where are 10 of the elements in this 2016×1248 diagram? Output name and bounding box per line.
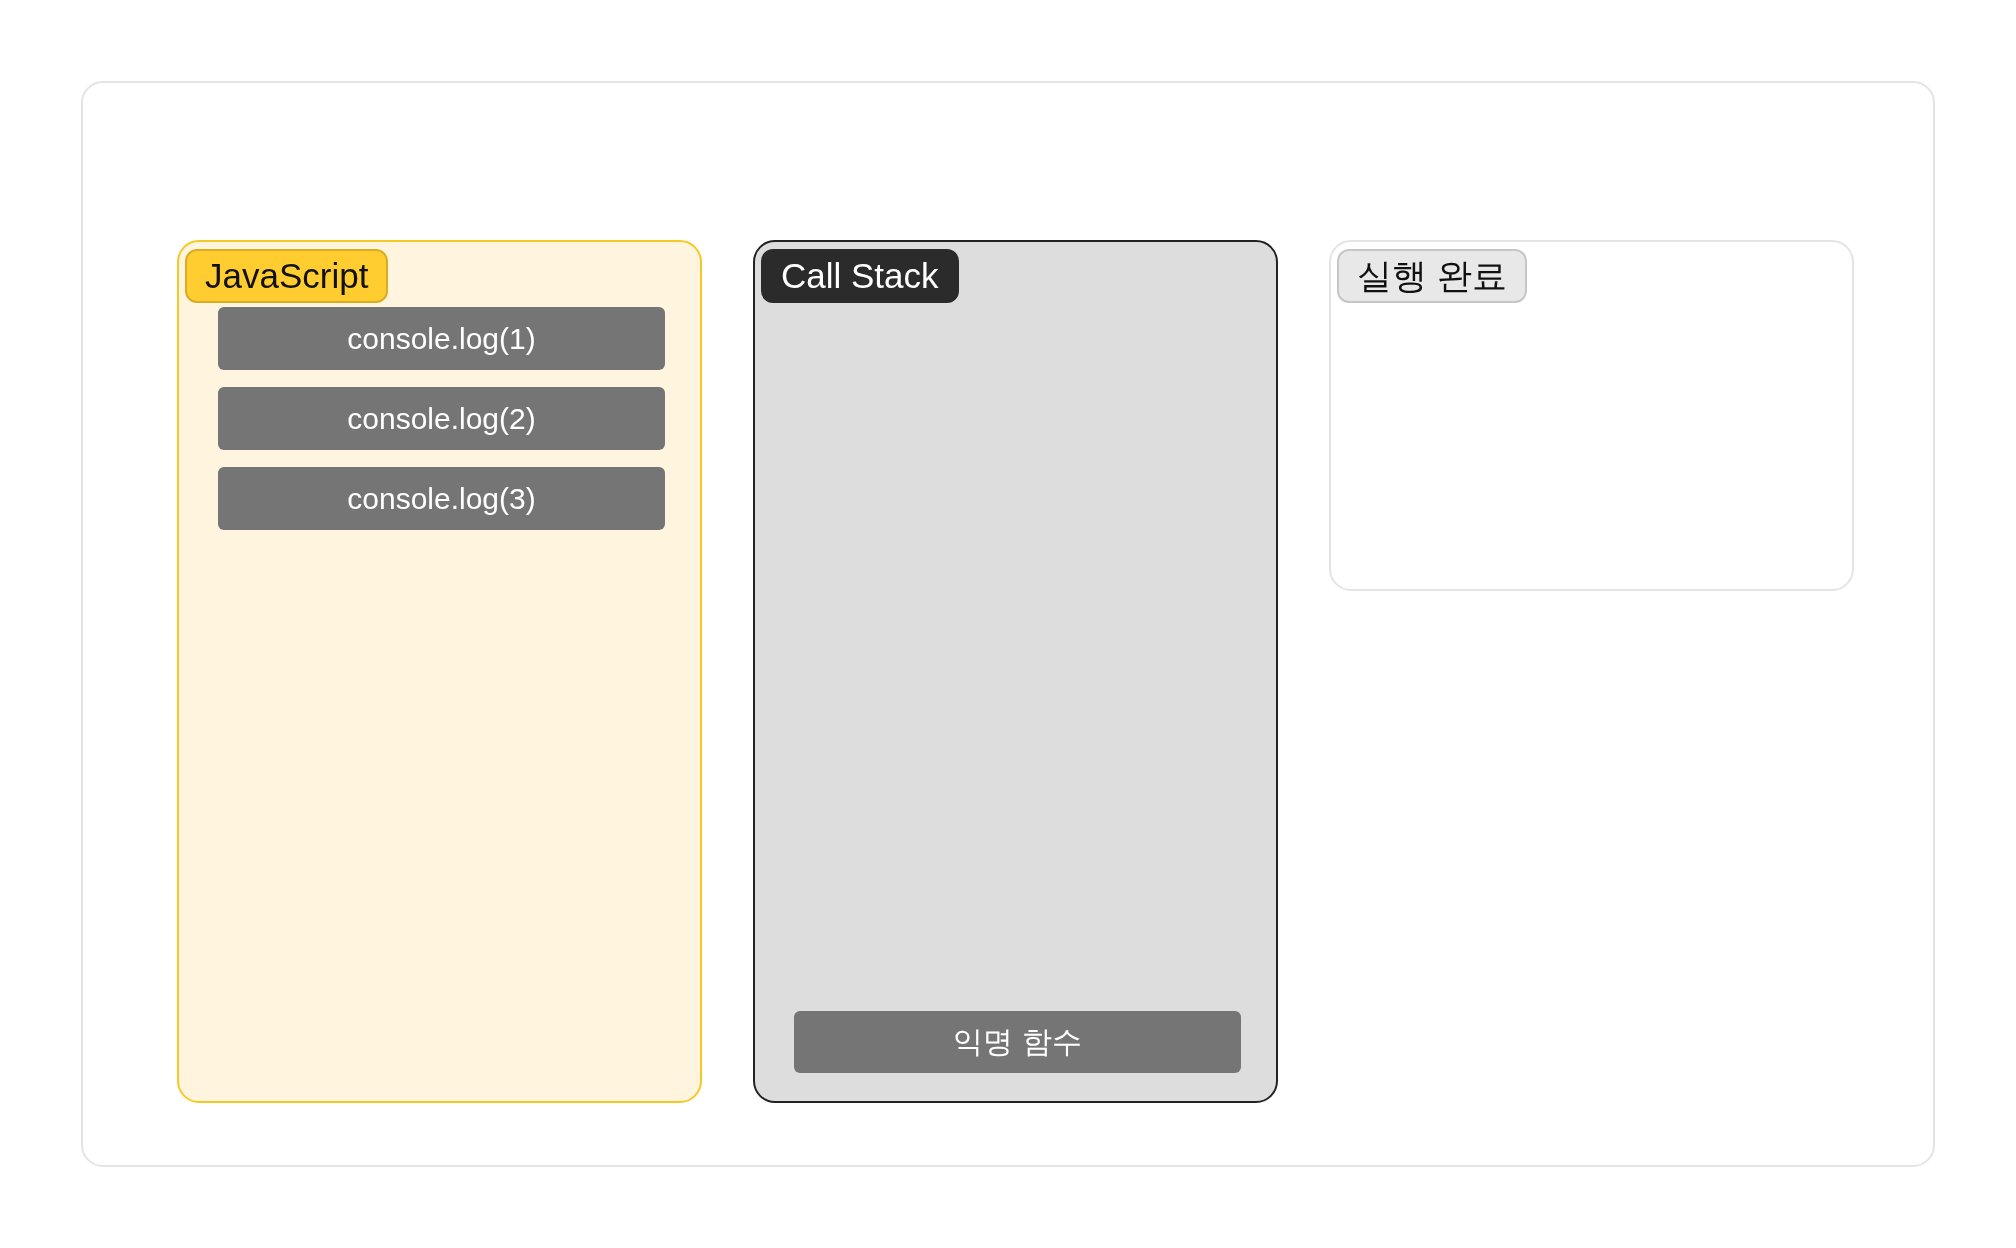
code-item: console.log(1) [218, 307, 665, 370]
stack-panel [753, 240, 1278, 1103]
panel-title-tag: 실행 완료 [1337, 249, 1527, 303]
stack-panel [1329, 240, 1854, 591]
stack-panel [177, 240, 702, 1103]
code-item: console.log(3) [218, 467, 665, 530]
code-item: console.log(2) [218, 387, 665, 450]
panel-title-tag: JavaScript [185, 249, 389, 303]
stack-frame: 익명 함수 [794, 1011, 1241, 1073]
panel-title-tag: Call Stack [761, 249, 959, 303]
